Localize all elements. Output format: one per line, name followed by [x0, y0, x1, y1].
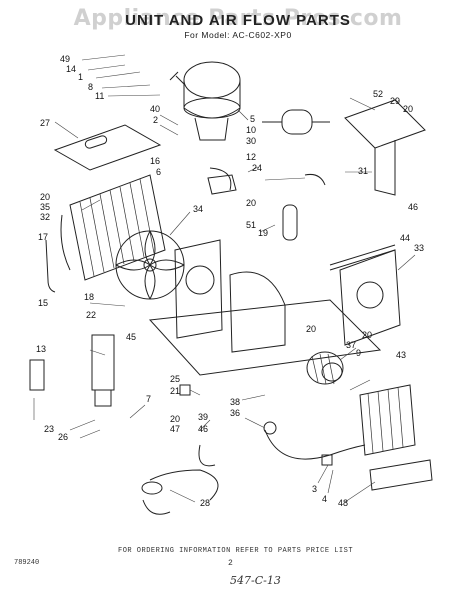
callout-26: 26 — [58, 432, 68, 442]
callout-52: 52 — [373, 89, 383, 99]
callout-10: 10 — [246, 125, 256, 135]
callout-14: 14 — [66, 64, 76, 74]
callout-15: 15 — [38, 298, 48, 308]
callout-20: 20 — [362, 330, 372, 340]
callout-labels: 49 14 1 8 11 27 40 2 5 10 30 52 29 20 16… — [36, 54, 424, 508]
clip — [321, 454, 333, 466]
watermark: Appliance Parts Pros.com — [73, 6, 403, 31]
callout-23: 23 — [44, 424, 54, 434]
callout-17: 17 — [38, 232, 48, 242]
thermostat-bulb — [45, 239, 56, 293]
fan-motor — [262, 109, 330, 135]
callout-20: 20 — [246, 198, 256, 208]
callout-21: 21 — [170, 386, 180, 396]
capacitor — [282, 204, 298, 241]
condenser-coil — [60, 174, 166, 281]
callout-18: 18 — [84, 292, 94, 302]
page-number: 2 — [228, 559, 233, 568]
diagram-title: UNIT AND AIR FLOW PARTS — [125, 12, 351, 29]
base-pan — [148, 239, 382, 376]
gasket-strip — [329, 244, 396, 266]
callout-2: 2 — [153, 115, 158, 125]
callout-46: 46 — [198, 424, 208, 434]
callout-32: 32 — [40, 212, 50, 222]
drain-tray — [369, 459, 433, 491]
callout-46: 46 — [408, 202, 418, 212]
callout-45: 45 — [126, 332, 136, 342]
callout-47: 47 — [170, 424, 180, 434]
callout-44: 44 — [400, 233, 410, 243]
blower-wheel — [306, 351, 344, 385]
wire-harness — [141, 444, 219, 515]
callout-49: 49 — [60, 54, 70, 64]
callout-6: 6 — [156, 167, 161, 177]
callout-9: 9 — [356, 348, 361, 358]
callout-8: 8 — [88, 82, 93, 92]
callout-16: 16 — [150, 156, 160, 166]
callout-39: 39 — [198, 412, 208, 422]
callout-leader-lines — [33, 54, 416, 503]
callout-13: 13 — [36, 344, 46, 354]
callout-20: 20 — [306, 324, 316, 334]
evaporator-coil — [359, 384, 416, 456]
blower-scroll-panel — [339, 249, 401, 346]
callout-19: 19 — [258, 228, 268, 238]
callout-20: 20 — [40, 192, 50, 202]
callout-43: 43 — [396, 350, 406, 360]
callout-33: 33 — [414, 243, 424, 253]
callout-7: 7 — [146, 394, 151, 404]
callout-27: 27 — [40, 118, 50, 128]
ordering-note: FOR ORDERING INFORMATION REFER TO PARTS … — [118, 547, 354, 555]
callout-3: 3 — [312, 484, 317, 494]
callout-30: 30 — [246, 136, 256, 146]
control-box — [29, 334, 115, 407]
compressor — [169, 61, 241, 141]
cover-plate — [53, 124, 162, 171]
clip — [179, 384, 191, 396]
callout-20: 20 — [170, 414, 180, 424]
cable-loop — [304, 174, 326, 186]
callout-24: 24 — [252, 163, 262, 173]
callout-37: 37 — [346, 340, 356, 350]
callout-28: 28 — [200, 498, 210, 508]
callout-34: 34 — [193, 204, 203, 214]
diagram-subtitle: For Model: AC-C602-XP0 — [184, 30, 292, 40]
callout-35: 35 — [40, 202, 50, 212]
document-code: 789240 — [14, 559, 40, 567]
callout-5: 5 — [250, 114, 255, 124]
callout-48: 48 — [338, 498, 348, 508]
callout-20: 20 — [403, 104, 413, 114]
mounting-bracket — [344, 99, 426, 196]
callout-11: 11 — [95, 91, 104, 101]
callout-12: 12 — [246, 152, 256, 162]
callout-51: 51 — [246, 220, 256, 230]
callout-36: 36 — [230, 408, 240, 418]
callout-4: 4 — [322, 494, 327, 504]
callout-22: 22 — [86, 310, 96, 320]
refrigerant-tubing — [264, 429, 366, 460]
callout-1: 1 — [78, 72, 83, 82]
callout-40: 40 — [150, 104, 160, 114]
callout-31: 31 — [358, 166, 368, 176]
overload-bracket — [207, 174, 237, 195]
handwritten-reference: 547-C-13 — [230, 574, 281, 587]
callout-25: 25 — [170, 374, 180, 384]
condenser-fan-blade — [115, 230, 185, 300]
callout-29: 29 — [390, 96, 400, 106]
callout-38: 38 — [230, 397, 240, 407]
